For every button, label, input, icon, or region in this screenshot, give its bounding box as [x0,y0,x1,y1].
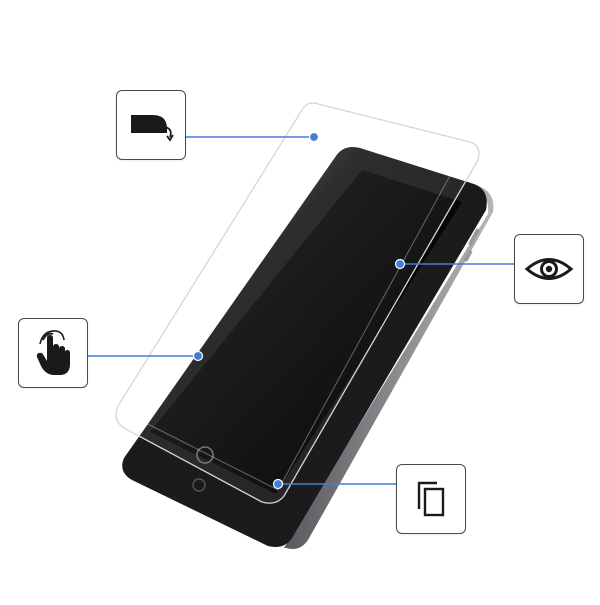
copy-layers-icon [417,481,445,517]
fit-callout [396,464,466,534]
touch-callout [18,318,88,388]
curved-edge-callout [116,90,186,160]
dot-fit [272,478,284,490]
dot-touch [192,350,204,362]
home-button-lower [192,478,206,492]
clarity-callout [514,234,584,304]
eye-icon [524,258,574,280]
volume-button [468,228,480,246]
callout-dots [192,131,406,490]
glass-protector [115,102,480,504]
dot-curved-edge [308,131,320,143]
callout-lines [88,136,514,485]
dot-clarity [394,258,406,270]
glass-inner-edge [127,111,465,491]
volume-button-2 [463,250,473,262]
curved-edge-icon [131,115,174,142]
touch-hand-icon [36,330,70,375]
